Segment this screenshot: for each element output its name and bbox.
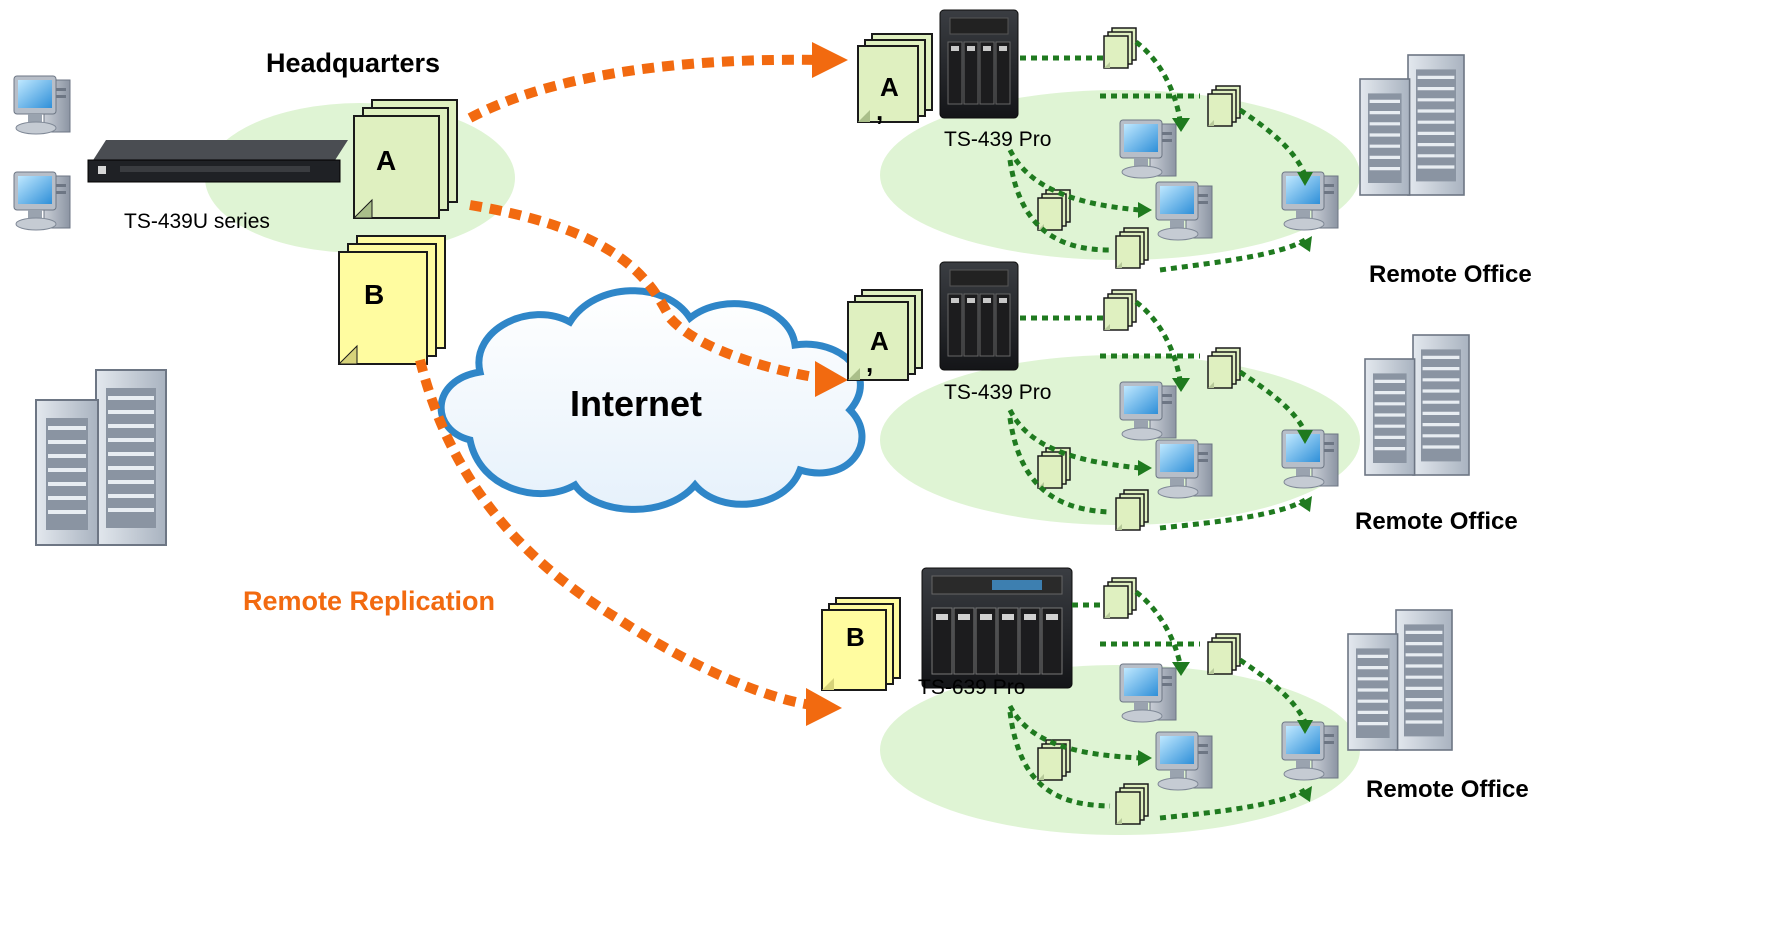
arrowhead-icon bbox=[1138, 460, 1152, 476]
rackmount-nas-icon bbox=[87, 140, 348, 183]
file-icon bbox=[1115, 783, 1149, 825]
nas-4bay-icon bbox=[939, 261, 1019, 371]
workstation-icon bbox=[1155, 181, 1213, 241]
file-icon bbox=[1115, 227, 1149, 269]
arrowhead-icon bbox=[1172, 118, 1190, 132]
file-icon bbox=[1207, 347, 1241, 389]
arrowhead-icon bbox=[1297, 720, 1313, 734]
remote-site-2: A , TS-439 Pro Remote Office bbox=[847, 261, 1518, 535]
share-a-stack: A bbox=[352, 99, 458, 219]
file-icon bbox=[1103, 577, 1137, 619]
headquarters-site: Headquarters TS-439U series A B bbox=[13, 48, 515, 547]
workstation-icon bbox=[1281, 429, 1339, 489]
hq-workstation-icon bbox=[13, 171, 71, 231]
remote-office-label: Remote Office bbox=[1366, 776, 1529, 803]
remote-share-stack-3: B bbox=[821, 597, 901, 691]
remote-share-letter: A bbox=[880, 72, 899, 102]
arrowhead-icon bbox=[1172, 378, 1190, 392]
arrowhead-icon bbox=[1297, 172, 1313, 186]
headquarters-title: Headquarters bbox=[266, 48, 440, 78]
arrowhead-icon bbox=[1298, 786, 1312, 802]
workstation-icon bbox=[1119, 663, 1177, 723]
replication-arrow-a1 bbox=[467, 54, 821, 123]
server-tower-icon bbox=[1358, 53, 1466, 197]
remote-device-label: TS-439 Pro bbox=[944, 381, 1051, 404]
arrowhead-icon bbox=[812, 42, 848, 78]
remote-site-3: B TS-639 Pro Remote Office bbox=[821, 567, 1529, 835]
arrowhead-icon bbox=[1172, 662, 1190, 676]
file-icon bbox=[1115, 489, 1149, 531]
workstation-icon bbox=[1119, 119, 1177, 179]
remote-share-letter: A bbox=[870, 326, 889, 356]
file-icon bbox=[1037, 189, 1071, 231]
remote-share-suffix: , bbox=[866, 348, 873, 378]
remote-zone-3 bbox=[880, 665, 1360, 835]
server-tower-icon bbox=[1363, 333, 1471, 477]
replication-arrow-b bbox=[415, 358, 813, 710]
remote-device-label: TS-439 Pro bbox=[944, 128, 1051, 151]
arrowhead-icon bbox=[1138, 202, 1152, 218]
remote-share-suffix: , bbox=[876, 96, 883, 126]
arrowhead-icon bbox=[1298, 236, 1312, 252]
arrowhead-icon bbox=[1297, 430, 1313, 444]
workstation-icon bbox=[1281, 171, 1339, 231]
workstation-icon bbox=[1155, 731, 1213, 791]
share-a-letter: A bbox=[376, 145, 396, 176]
workstation-icon bbox=[1119, 381, 1177, 441]
replication-arrow-a2 bbox=[469, 200, 821, 383]
arrowhead-icon bbox=[815, 361, 848, 397]
remote-site-1: A , TS-439 Pro Remote Office bbox=[857, 9, 1532, 288]
remote-office-label: Remote Office bbox=[1355, 508, 1518, 535]
hq-workstation-icon bbox=[13, 75, 71, 135]
arrowhead-icon bbox=[1298, 496, 1312, 512]
remote-share-stack-2: A , bbox=[847, 289, 923, 381]
remote-zone-1 bbox=[880, 90, 1360, 260]
internet-cloud: Internet bbox=[437, 287, 866, 513]
workstation-icon bbox=[1281, 721, 1339, 781]
file-icon bbox=[1207, 85, 1241, 127]
nas-4bay-icon bbox=[939, 9, 1019, 119]
remote-office-label: Remote Office bbox=[1369, 261, 1532, 288]
hq-device-label: TS-439U series bbox=[124, 210, 270, 233]
remote-share-stack-1: A , bbox=[857, 33, 933, 126]
replication-arrows bbox=[415, 54, 821, 710]
server-tower-icon bbox=[1346, 608, 1454, 752]
file-icon bbox=[1037, 447, 1071, 489]
internet-label: Internet bbox=[570, 383, 702, 424]
hq-server-tower-icon bbox=[34, 368, 168, 547]
local-distribution-arrows bbox=[1007, 40, 1308, 821]
file-icon bbox=[1207, 633, 1241, 675]
nas-6bay-icon bbox=[921, 567, 1073, 689]
arrowhead-icon bbox=[1138, 750, 1152, 766]
remote-share-letter: B bbox=[846, 622, 865, 652]
file-icon bbox=[1103, 289, 1137, 331]
remote-device-label: TS-639 Pro bbox=[918, 676, 1025, 699]
file-icon bbox=[1103, 27, 1137, 69]
arrowhead-icon bbox=[806, 688, 842, 726]
workstation-icon bbox=[1155, 439, 1213, 499]
remote-zone-2 bbox=[880, 355, 1360, 525]
remote-replication-label: Remote Replication bbox=[243, 586, 495, 616]
share-b-letter: B bbox=[364, 279, 384, 310]
share-b-stack: B bbox=[337, 235, 446, 365]
